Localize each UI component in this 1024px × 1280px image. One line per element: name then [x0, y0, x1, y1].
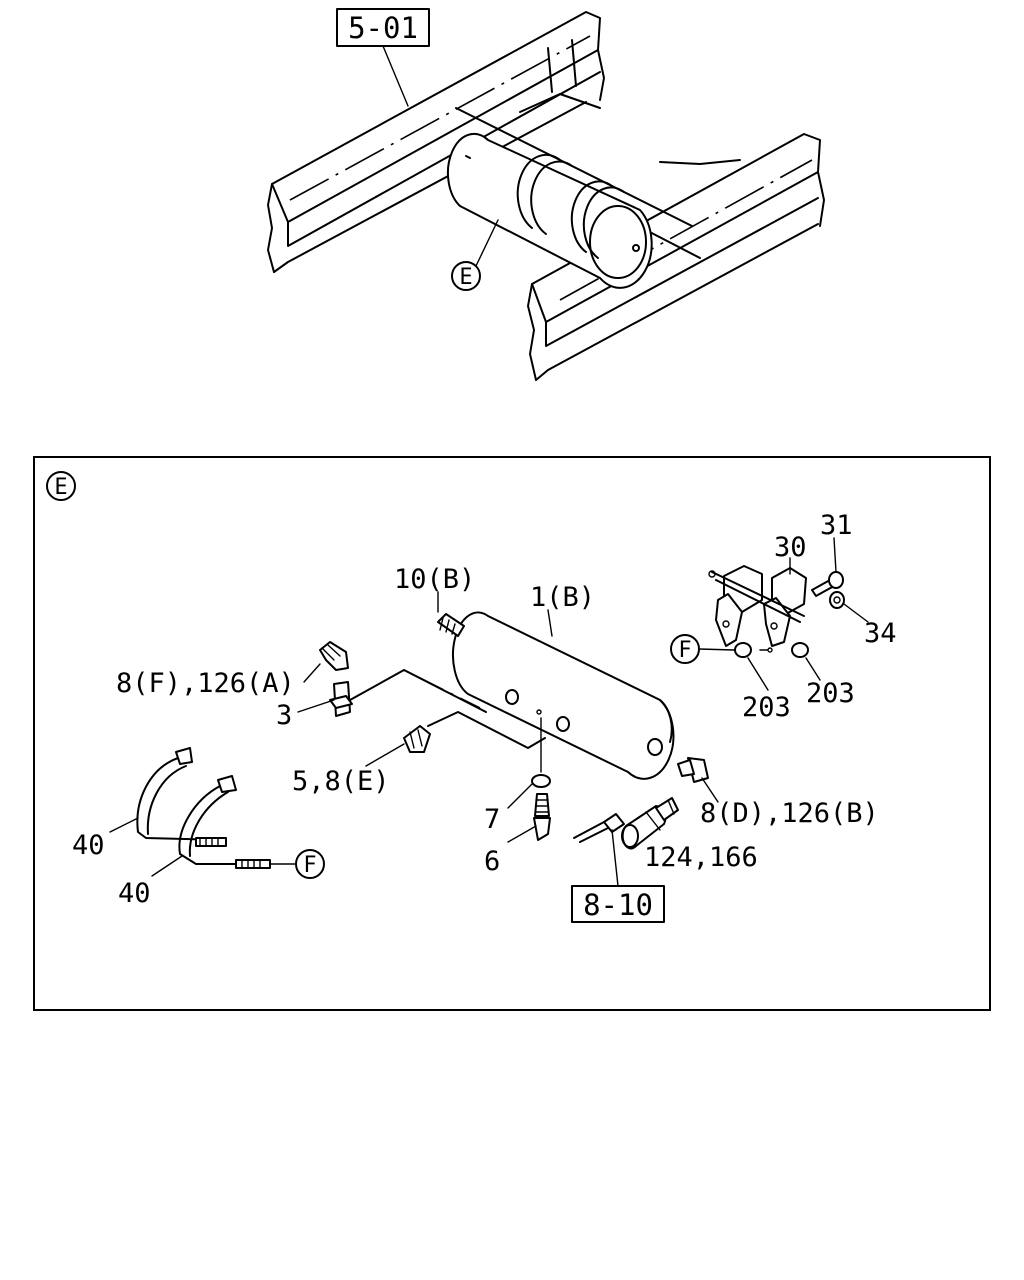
elbow-fitting: [319, 641, 349, 671]
label-8d-126b: 8(D),126(B): [700, 798, 879, 829]
label-10b: 10(B): [394, 564, 475, 595]
bracket-assembly: [708, 565, 845, 658]
detail-frame: [33, 456, 991, 1011]
overview-frame-assembly: [267, 11, 825, 381]
connector-marker-f-bracket[interactable]: F: [670, 634, 700, 664]
detail-view-marker-label: E: [54, 475, 67, 500]
drain-cock: [533, 793, 551, 841]
pressure-switch: [621, 797, 679, 850]
overview-ref-box-label: 5-01: [348, 11, 418, 45]
tee-fitting: [329, 681, 353, 717]
end-fitting: [677, 757, 709, 783]
leader-lines: [109, 537, 869, 887]
overview-ref-box[interactable]: 5-01: [336, 8, 430, 47]
detail-view-marker[interactable]: E: [46, 471, 76, 501]
detail-ref-box-label: 8-10: [583, 888, 653, 922]
pipe-line-2: [427, 711, 546, 749]
label-6: 6: [484, 846, 500, 877]
label-203-b: 203: [806, 678, 855, 709]
label-8f-126a: 8(F),126(A): [116, 668, 295, 699]
wire-harness: [136, 747, 271, 869]
connector-marker-f-bracket-label: F: [678, 638, 691, 663]
label-30: 30: [774, 532, 807, 563]
overview-ref-leader: [382, 45, 409, 107]
connector-marker-f-harness[interactable]: F: [295, 849, 325, 879]
label-1b: 1(B): [530, 582, 595, 613]
connector-marker-f-harness-label: F: [303, 853, 316, 878]
detail-ref-box[interactable]: 8-10: [571, 885, 665, 923]
label-34: 34: [864, 618, 897, 649]
overview-detail-marker[interactable]: E: [451, 261, 481, 291]
label-203-a: 203: [742, 692, 791, 723]
label-3: 3: [276, 700, 292, 731]
label-5-8e: 5,8(E): [292, 766, 390, 797]
label-31: 31: [820, 510, 853, 541]
marker-f-leader-1: [698, 648, 735, 651]
air-tank: [437, 611, 675, 780]
union-fitting: [403, 725, 431, 753]
label-40-a: 40: [72, 830, 105, 861]
overview-detail-marker-label: E: [459, 265, 472, 290]
label-40-b: 40: [118, 878, 151, 909]
label-124-166: 124,166: [644, 842, 758, 873]
label-7: 7: [484, 804, 500, 835]
overview-marker-leader: [475, 219, 499, 267]
washer: [531, 774, 551, 788]
wire-connector: [573, 813, 625, 843]
